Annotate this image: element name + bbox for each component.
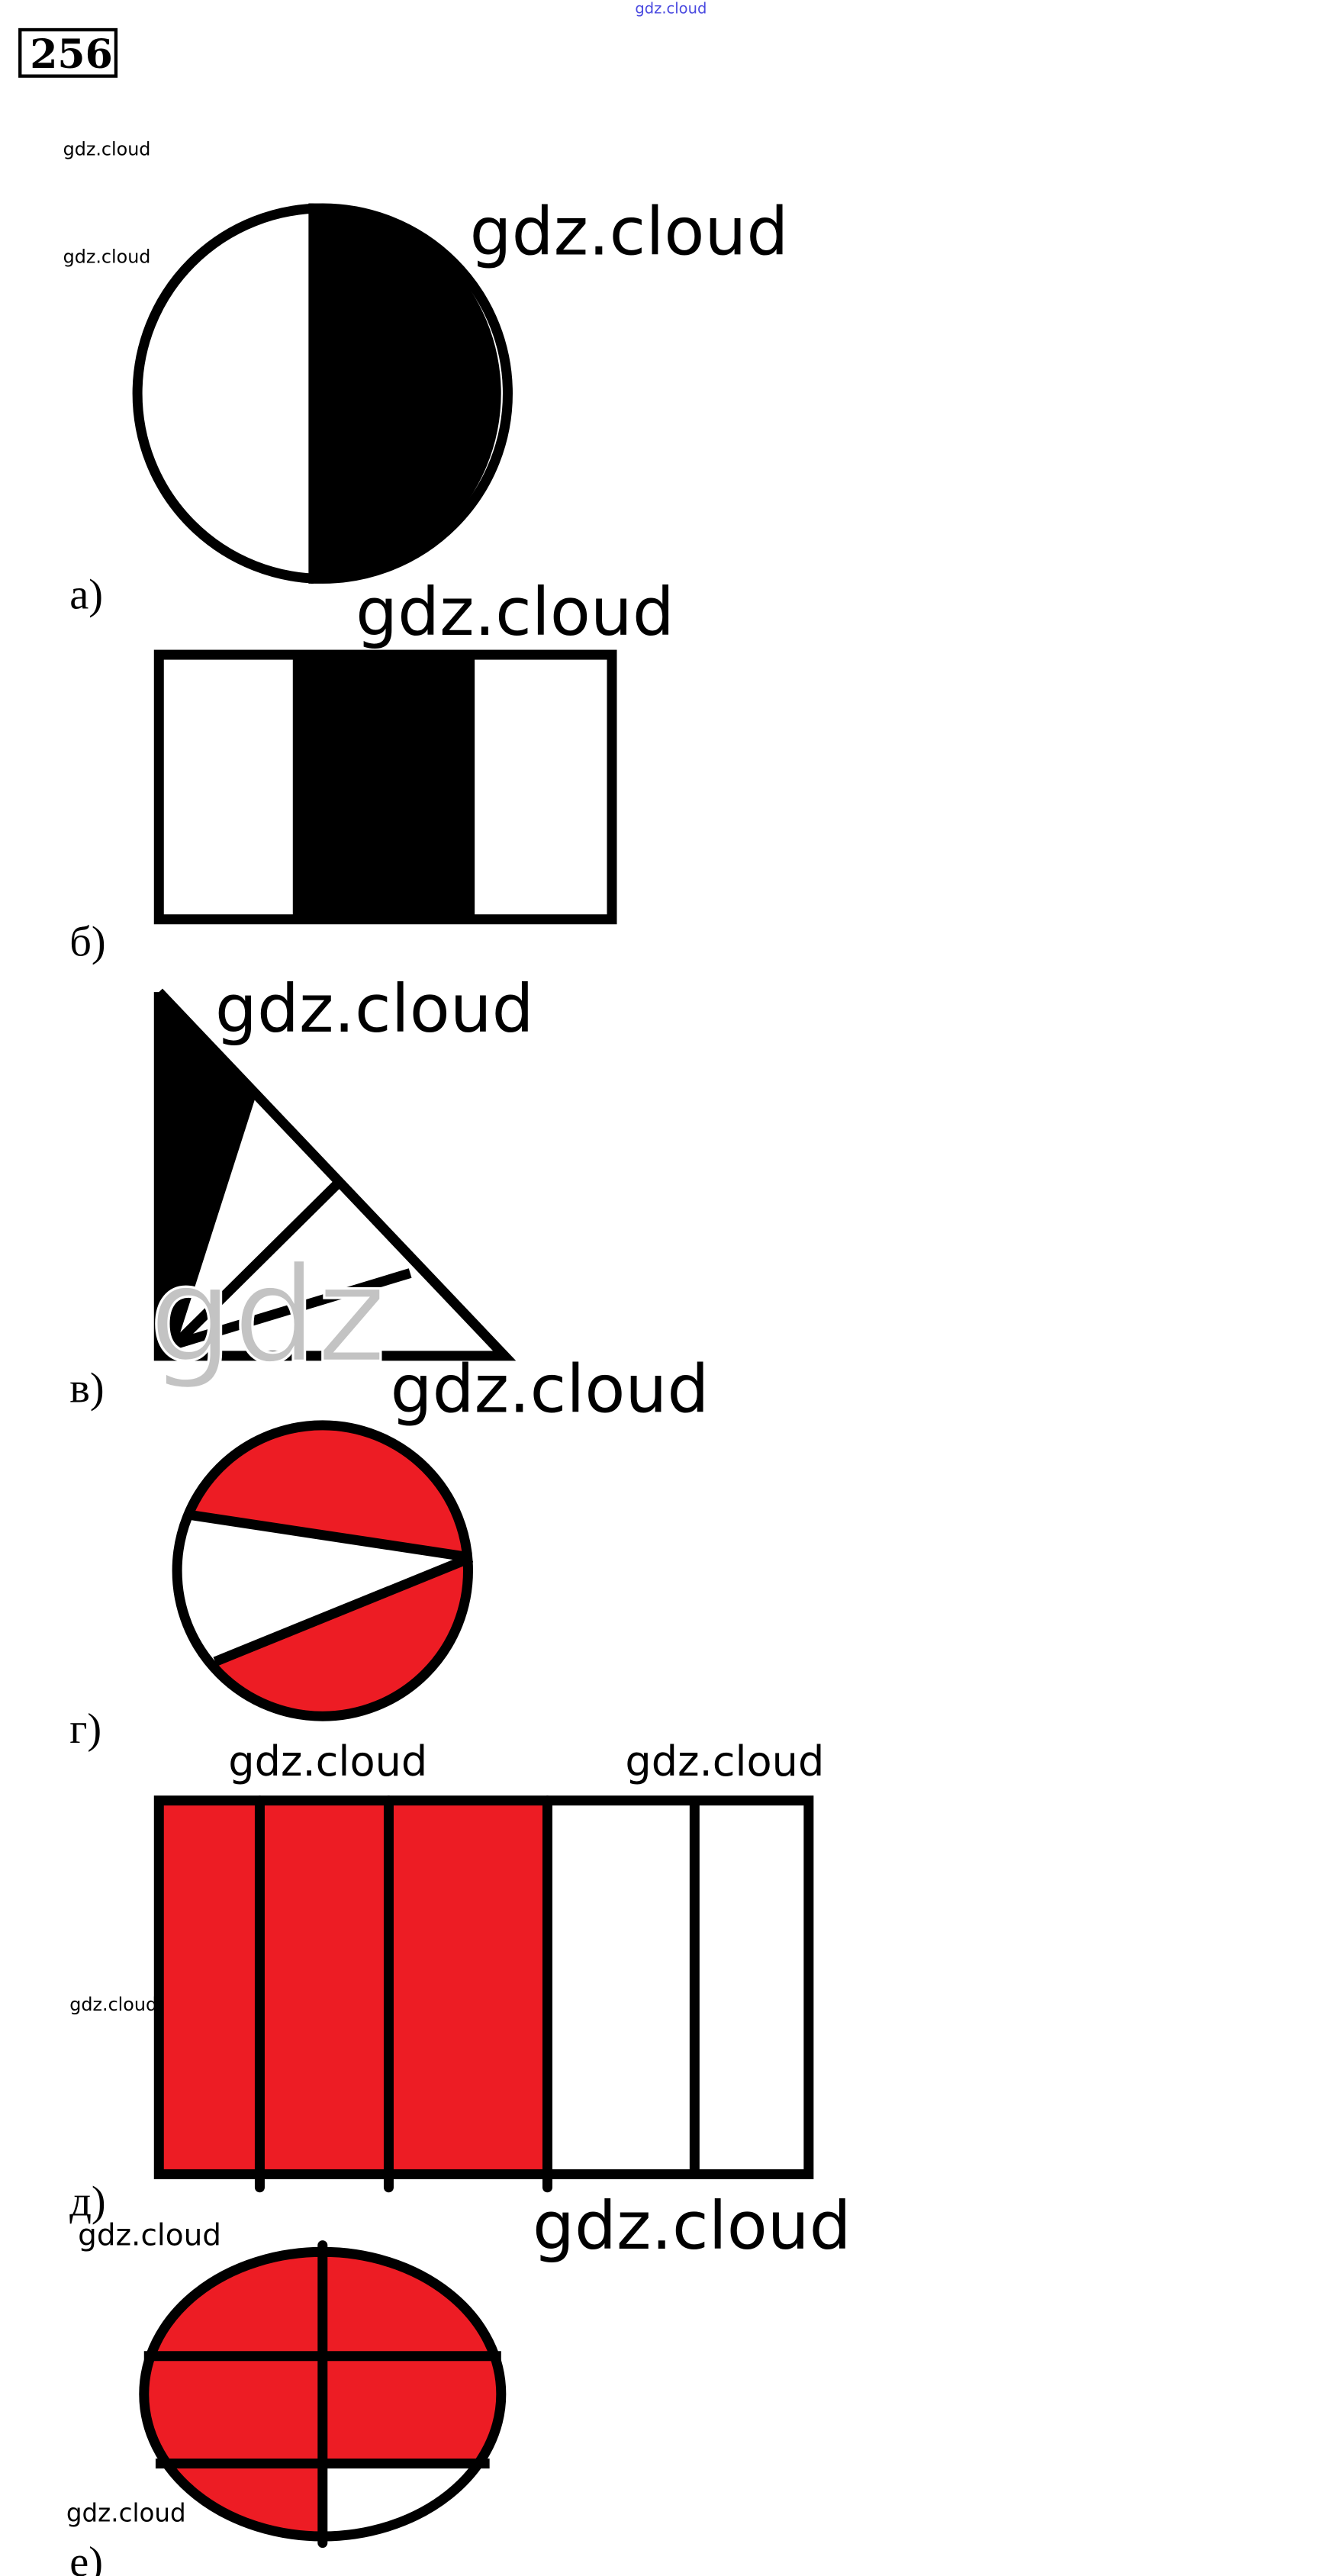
watermark: gdz.cloud [78, 2219, 221, 2253]
watermark: gdz.cloud [69, 1994, 157, 2015]
watermark: gdz.cloud [625, 1737, 824, 1785]
figure-f-ellipse [139, 2240, 507, 2549]
figure-d-circle [172, 1420, 474, 1721]
watermark-top: gdz.cloud [635, 0, 707, 17]
watermark: gdz.cloud [356, 575, 674, 651]
figure-label-c: в) [69, 1365, 104, 1412]
figure-label-b: б) [69, 918, 105, 965]
watermark-overlay: gdz [149, 1238, 386, 1392]
figure-a-half-circle [132, 203, 513, 584]
figure-b-rectangle [153, 649, 617, 925]
watermark: gdz.cloud [63, 246, 151, 268]
figure-c-triangle: gdz [148, 988, 517, 1393]
figure-label-f: е) [69, 2539, 103, 2576]
figure-label-a: а) [69, 571, 103, 618]
watermark: gdz.cloud [470, 195, 789, 271]
watermark: gdz.cloud [228, 1737, 427, 1785]
problem-number-box: 256 [18, 27, 118, 78]
watermark: gdz.cloud [391, 1352, 710, 1428]
watermark: gdz.cloud [66, 2498, 186, 2527]
watermark: gdz.cloud [215, 971, 534, 1048]
figure-e-rectangle [153, 1795, 814, 2193]
problem-number: 256 [30, 31, 113, 78]
figure-label-d: г) [69, 1705, 101, 1753]
figure-label-e: д) [69, 2178, 105, 2226]
watermark: gdz.cloud [533, 2188, 851, 2265]
watermark: gdz.cloud [63, 139, 151, 160]
